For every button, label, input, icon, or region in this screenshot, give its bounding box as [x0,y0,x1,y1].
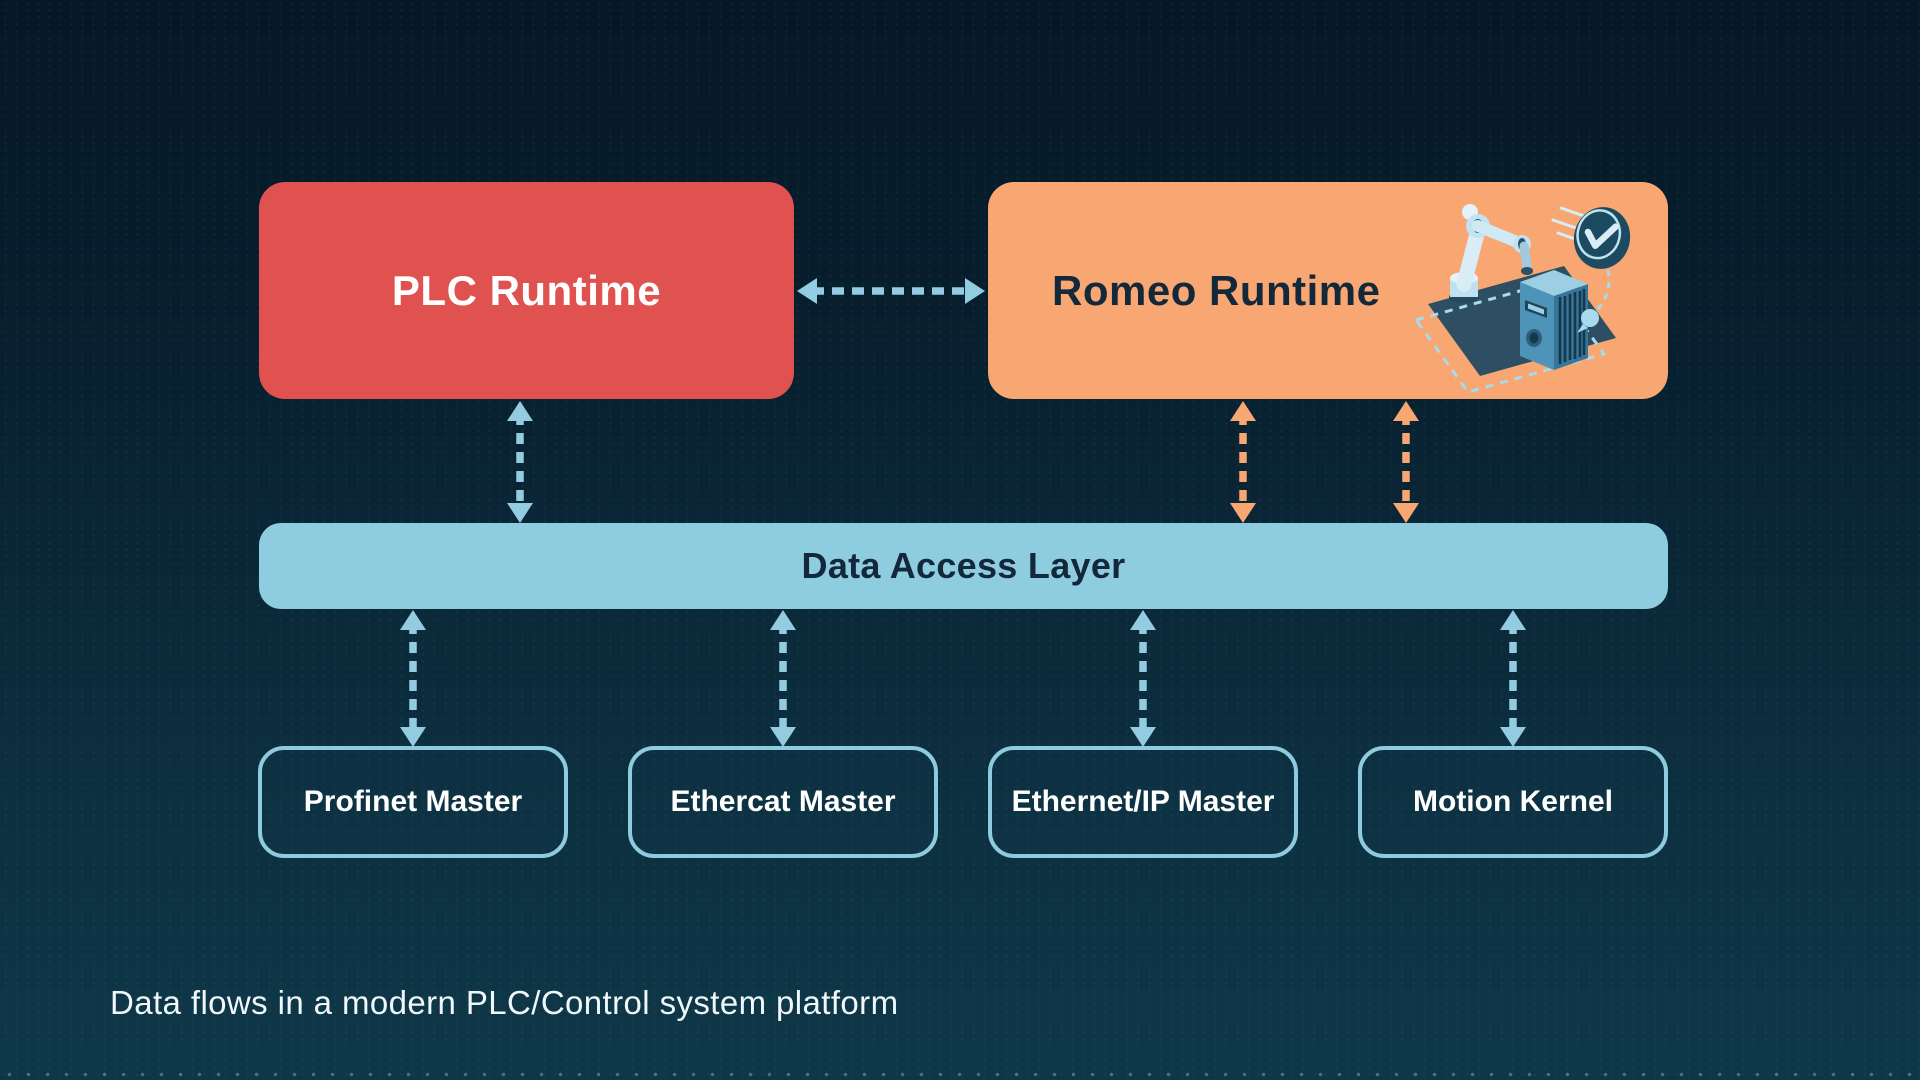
arrow-dal-ethernet-ip [1130,610,1156,747]
arrow-dal-motion [1500,610,1526,747]
bottom-dot-pattern [0,1070,1920,1079]
node-ethercat-master: Ethercat Master [628,746,938,858]
node-motion-kernel: Motion Kernel [1358,746,1668,858]
romeo-runtime-label: Romeo Runtime [1052,266,1381,314]
data-access-layer-label: Data Access Layer [801,545,1126,586]
arrow-plc-dal [507,401,533,523]
motion-kernel-label: Motion Kernel [1413,785,1613,819]
plc-runtime-label: PLC Runtime [391,266,662,314]
arrow-romeo-dal-2 [1393,401,1419,523]
arrow-dal-profinet [400,610,426,747]
robot-arm-icon [1449,204,1533,303]
arrow-dal-ethercat [770,610,796,747]
arrow-romeo-dal-1 [1230,401,1256,523]
node-profinet-master: Profinet Master [258,746,568,858]
node-romeo-runtime: Romeo Runtime [988,182,1668,399]
ethernet-ip-master-label: Ethernet/IP Master [1011,785,1275,819]
server-tower-icon [1520,270,1588,370]
node-ethernet-ip-master: Ethernet/IP Master [988,746,1298,858]
arrow-plc-romeo [797,278,985,304]
clock-checkmark-icon [1551,206,1631,333]
profinet-master-label: Profinet Master [303,785,523,819]
diagram-caption: Data flows in a modern PLC/Control syste… [110,984,899,1021]
robot-automation-illustration [1413,204,1631,394]
node-plc-runtime: PLC Runtime [259,182,794,399]
ethercat-master-label: Ethercat Master [670,785,896,819]
node-data-access-layer: Data Access Layer [259,523,1668,609]
